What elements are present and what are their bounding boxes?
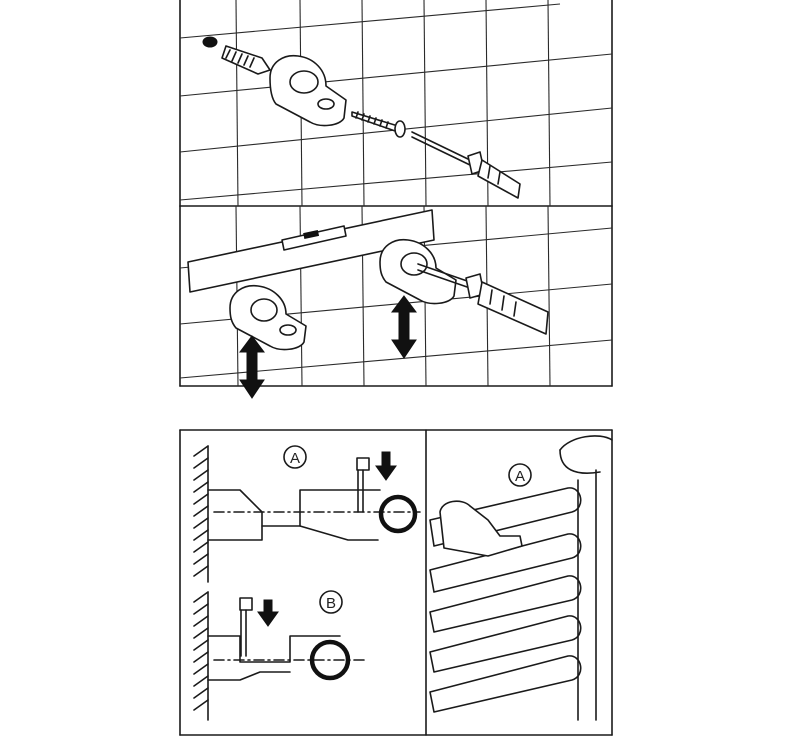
bracket-icon bbox=[379, 238, 457, 305]
screwdriver-icon bbox=[411, 131, 521, 199]
detail-a-right-label: A bbox=[515, 468, 525, 485]
spirit-level-icon bbox=[187, 209, 435, 293]
screw-icon bbox=[351, 111, 406, 138]
wall-plug-icon bbox=[221, 45, 271, 75]
drill-hole-icon bbox=[202, 36, 218, 48]
bracket-icon bbox=[269, 54, 347, 127]
rail-pipe-icon bbox=[309, 639, 351, 681]
detail-b: B bbox=[207, 590, 367, 681]
panel-levelling bbox=[179, 205, 613, 399]
wall-tiles bbox=[179, 0, 613, 207]
down-arrow-icon bbox=[375, 451, 397, 481]
detail-a-label: A bbox=[290, 450, 300, 467]
up-down-arrow-icon bbox=[239, 335, 265, 399]
detail-b-label: B bbox=[326, 595, 336, 612]
panel-detail: A B bbox=[179, 429, 613, 736]
wall-section bbox=[193, 445, 209, 721]
detail-a: A bbox=[207, 445, 421, 541]
rail-pipe-icon bbox=[378, 494, 418, 534]
down-arrow-icon bbox=[257, 599, 279, 627]
screwdriver-icon bbox=[417, 263, 549, 335]
towel-rail-icon: A bbox=[429, 435, 613, 721]
bracket-icon bbox=[229, 284, 307, 351]
panel-fixing bbox=[179, 0, 613, 207]
up-down-arrow-icon bbox=[391, 295, 417, 359]
